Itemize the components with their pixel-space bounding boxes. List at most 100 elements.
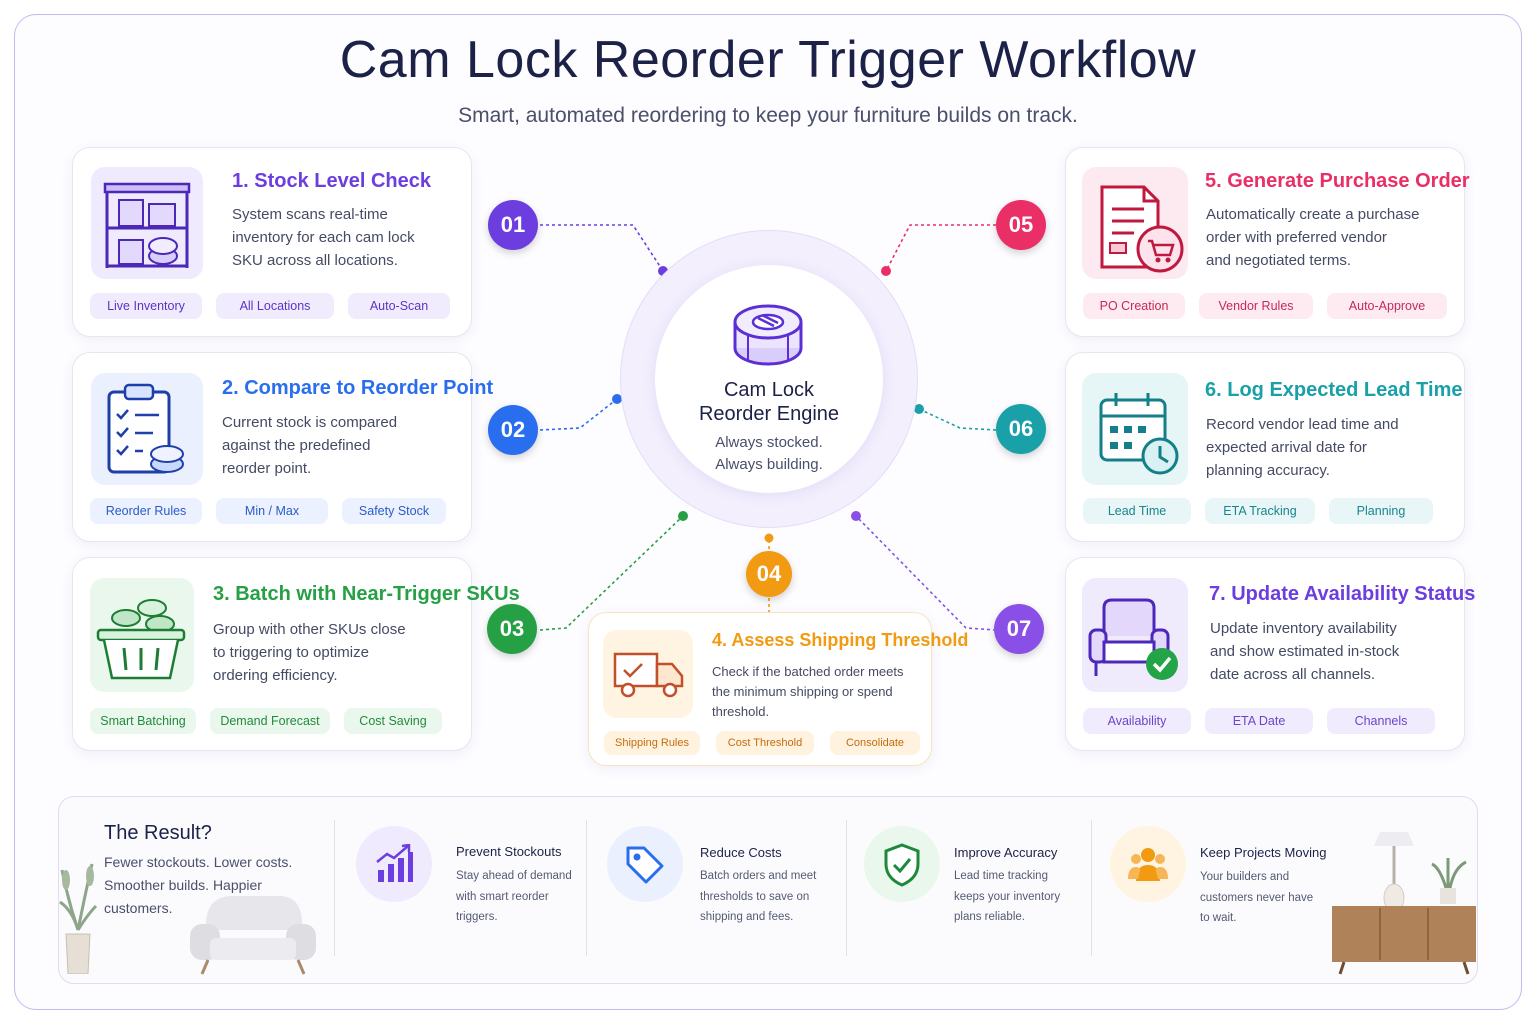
tag-eta-date[interactable]: ETA Date	[1205, 708, 1313, 734]
benefit-text-3-line3: plans reliable.	[954, 911, 1025, 923]
step-desc-2-line3: reorder point.	[222, 460, 312, 477]
connector-dot-04	[764, 533, 774, 543]
benefit-text-1-line3: triggers.	[456, 911, 498, 923]
result-divider-1	[334, 820, 335, 956]
hub-title: Cam Lock Reorder Engine	[655, 378, 883, 426]
sideboard-lamp-decoration-icon	[1332, 832, 1476, 975]
connector-06	[918, 408, 997, 431]
tag-po-creation[interactable]: PO Creation	[1083, 293, 1185, 319]
hub-title-line1: Cam Lock	[723, 379, 815, 401]
tag-auto-approve[interactable]: Auto-Approve	[1327, 293, 1447, 319]
tag-smart-batching[interactable]: Smart Batching	[90, 708, 196, 734]
benefit-title-4: Keep Projects Moving	[1200, 845, 1327, 860]
tag-safety-stock[interactable]: Safety Stock	[342, 498, 446, 524]
result-text-line3: customers.	[104, 900, 173, 916]
step-desc-7: Update inventory availability and show e…	[1210, 617, 1399, 686]
tag-vendor-rules[interactable]: Vendor Rules	[1199, 293, 1313, 319]
benefit-text-3-line1: Lead time tracking	[954, 870, 1048, 882]
step-desc-3: Group with other SKUs close to triggerin…	[213, 618, 406, 687]
step-title-4: 4. Assess Shipping Threshold	[712, 630, 969, 650]
step-desc-7-line1: Update inventory availability	[1210, 620, 1397, 637]
step-number-5: 05	[996, 200, 1046, 250]
hub-title-line2: Reorder Engine	[698, 403, 840, 425]
tag-auto-scan[interactable]: Auto-Scan	[348, 293, 450, 319]
step-title-3: 3. Batch with Near-Trigger SKUs	[213, 583, 520, 605]
step-number-2: 02	[488, 405, 538, 455]
step-tags-7: Availability ETA Date Channels	[1083, 708, 1435, 734]
step-desc-2-line2: against the predefined	[222, 437, 371, 454]
tag-lead-time[interactable]: Lead Time	[1083, 498, 1191, 524]
benefit-text-2-line2: thresholds to save on	[700, 890, 810, 903]
step-title-7: 7. Update Availability Status	[1209, 583, 1476, 605]
connector-03	[539, 515, 684, 631]
shelf-inventory-icon	[103, 182, 191, 268]
step-desc-1-line1: System scans real-time	[232, 206, 388, 223]
result-title: The Result?	[104, 822, 212, 844]
step-desc-1-line2: inventory for each cam lock	[232, 229, 415, 246]
price-tag-icon	[626, 846, 664, 884]
step-tags-2: Reorder Rules Min / Max Safety Stock	[90, 498, 446, 524]
plant-decoration-icon	[59, 863, 98, 974]
result-text-line2: Smoother builds. Happier	[104, 877, 262, 893]
step-title-2: 2. Compare to Reorder Point	[222, 377, 494, 399]
basket-icon	[96, 599, 186, 680]
connector-dot-07	[851, 511, 861, 521]
clipboard-checklist-icon	[107, 383, 184, 474]
benefit-text-1-line1: Stay ahead of demand	[456, 870, 572, 882]
step-desc-7-line3: date across all channels.	[1210, 666, 1376, 683]
benefit-text-2-line1: Batch orders and meet	[700, 870, 817, 882]
connector-dot-02	[612, 394, 622, 404]
tag-planning[interactable]: Planning	[1329, 498, 1433, 524]
step-desc-3-line2: to triggering to optimize	[213, 644, 369, 661]
tag-demand-forecast[interactable]: Demand Forecast	[210, 708, 330, 734]
step-desc-5-line1: Automatically create a purchase	[1206, 206, 1420, 223]
armchair-check-icon	[1088, 598, 1178, 680]
step-tags-5: PO Creation Vendor Rules Auto-Approve	[1083, 293, 1447, 319]
tag-live-inventory[interactable]: Live Inventory	[90, 293, 202, 319]
step-desc-4-line3: threshold.	[712, 704, 770, 719]
tag-availability[interactable]: Availability	[1083, 708, 1191, 734]
step-tags-6: Lead Time ETA Tracking Planning	[1083, 498, 1433, 524]
step-number-4: 04	[746, 551, 792, 597]
tag-channels[interactable]: Channels	[1327, 708, 1435, 734]
step-desc-6-line1: Record vendor lead time and	[1206, 416, 1399, 433]
benefit-text-4-line1: Your builders and	[1200, 871, 1290, 883]
step-desc-2: Current stock is compared against the pr…	[222, 411, 397, 480]
armchair-decoration-icon	[190, 896, 316, 975]
hub-tagline-line1: Always stocked.	[715, 434, 823, 451]
tag-reorder-rules[interactable]: Reorder Rules	[90, 498, 202, 524]
benefit-circle-4	[1110, 826, 1186, 902]
step-desc-3-line3: ordering efficiency.	[213, 667, 338, 684]
step-title-6: 6. Log Expected Lead Time	[1205, 379, 1463, 401]
step-number-3: 03	[487, 604, 537, 654]
benefit-text-4-line3: to wait.	[1200, 912, 1237, 924]
growth-chart-icon	[376, 844, 413, 882]
tag-eta-tracking[interactable]: ETA Tracking	[1205, 498, 1315, 524]
result-text-line1: Fewer stockouts. Lower costs.	[104, 854, 293, 870]
tag-shipping-rules[interactable]: Shipping Rules	[604, 731, 700, 755]
step-desc-5-line2: order with preferred vendor	[1206, 229, 1387, 246]
result-divider-3	[846, 820, 847, 956]
purchase-order-icon	[1100, 185, 1184, 273]
step-desc-6-line3: planning accuracy.	[1206, 462, 1330, 479]
benefit-text-2-line3: shipping and fees.	[700, 911, 794, 923]
benefit-title-3: Improve Accuracy	[954, 845, 1058, 860]
benefit-text-3-line2: keeps your inventory	[954, 890, 1061, 903]
step-desc-5: Automatically create a purchase order wi…	[1206, 203, 1419, 272]
step-desc-6-line2: expected arrival date for	[1206, 439, 1367, 456]
hub-core	[655, 265, 883, 493]
step-desc-7-line2: and show estimated in-stock	[1210, 643, 1400, 660]
connector-02	[539, 398, 618, 431]
tag-min-max[interactable]: Min / Max	[216, 498, 328, 524]
step-desc-1: System scans real-time inventory for eac…	[232, 203, 415, 272]
hub-tagline: Always stocked. Always building.	[655, 432, 883, 476]
tag-cost-threshold[interactable]: Cost Threshold	[716, 731, 814, 755]
step-number-1: 01	[488, 200, 538, 250]
step-desc-1-line3: SKU across all locations.	[232, 252, 398, 269]
benefit-text-4-line2: customers never have	[1200, 891, 1314, 904]
step-tags-1: Live Inventory All Locations Auto-Scan	[90, 293, 450, 319]
tag-cost-saving[interactable]: Cost Saving	[344, 708, 442, 734]
tag-consolidate[interactable]: Consolidate	[830, 731, 920, 755]
benefit-text-4: Your builders and customers never have t…	[1200, 867, 1330, 929]
tag-all-locations[interactable]: All Locations	[216, 293, 334, 319]
